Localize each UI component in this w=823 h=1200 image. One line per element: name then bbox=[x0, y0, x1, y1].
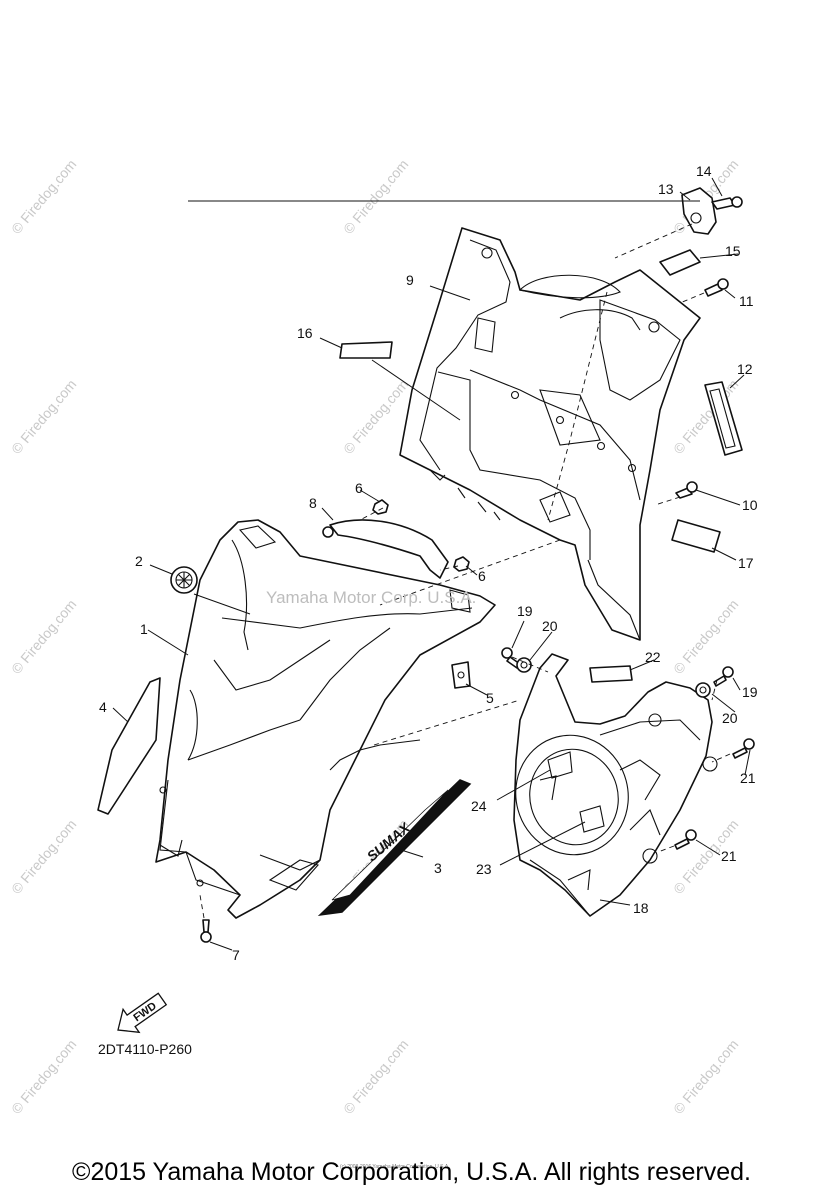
callout-4: 4 bbox=[99, 699, 107, 715]
ghost-watermark-text: Yamaha Motor Corp. U.S.A. bbox=[266, 588, 476, 607]
part-13-clip bbox=[681, 187, 717, 235]
callout-15: 15 bbox=[725, 243, 741, 259]
callout-19-left: 19 bbox=[517, 603, 533, 619]
callout-10: 10 bbox=[742, 497, 758, 513]
callout-3: 3 bbox=[434, 860, 442, 876]
part-14-bolt bbox=[711, 196, 743, 210]
callout-20-left: 20 bbox=[542, 618, 558, 634]
callout-8: 8 bbox=[309, 495, 317, 511]
callout-19-right: 19 bbox=[742, 684, 758, 700]
callout-17: 17 bbox=[738, 555, 754, 571]
watermark: © Firedog.com bbox=[340, 376, 411, 457]
watermark: © Firedog.com bbox=[670, 1036, 741, 1117]
fine-print: (c) 2008-2016 Yamaha Motor Corporation, … bbox=[340, 1164, 450, 1170]
callout-6-upper: 6 bbox=[355, 480, 363, 496]
part-6-nut-upper bbox=[372, 499, 389, 515]
callout-1: 1 bbox=[140, 621, 148, 637]
part-20-washer-left bbox=[516, 657, 532, 673]
callout-22: 22 bbox=[645, 649, 661, 665]
copyright-notice: ©2015 Yamaha Motor Corporation, U.S.A. A… bbox=[72, 1158, 751, 1186]
part-1-front-cover bbox=[155, 519, 496, 919]
part-2-emblem bbox=[170, 566, 198, 594]
part-5-clip bbox=[451, 661, 471, 689]
part-18-headlight-cover bbox=[513, 653, 718, 917]
callout-6-lower: 6 bbox=[478, 568, 486, 584]
watermark: © Firedog.com bbox=[340, 156, 411, 237]
part-19-screw-right bbox=[713, 666, 734, 687]
part-3-decal: SUMAX bbox=[317, 779, 472, 917]
callout-16: 16 bbox=[297, 325, 313, 341]
part-12-seal bbox=[704, 381, 743, 456]
watermark: © Firedog.com bbox=[8, 816, 79, 897]
part-20-washer-right bbox=[695, 682, 711, 698]
part-7-screw bbox=[200, 919, 212, 943]
watermark: © Firedog.com bbox=[8, 1036, 79, 1117]
callout-11: 11 bbox=[739, 293, 754, 309]
part-6-nut-lower bbox=[453, 556, 470, 572]
part-10-screw bbox=[675, 481, 698, 499]
watermark: © Firedog.com bbox=[340, 1036, 411, 1117]
diagram-code: 2DT4110-P260 bbox=[98, 1041, 192, 1057]
callout-13: 13 bbox=[658, 181, 674, 197]
watermark: © Firedog.com bbox=[8, 156, 79, 237]
part-11-bolt bbox=[704, 278, 729, 297]
part-22-pad bbox=[589, 665, 633, 683]
callouts: 13 14 15 9 11 16 12 6 8 10 17 2 6 19 1 2… bbox=[99, 163, 758, 963]
part-15-label bbox=[659, 249, 701, 276]
watermark: © Firedog.com bbox=[8, 596, 79, 677]
callout-21-lower: 21 bbox=[721, 848, 737, 864]
callout-18: 18 bbox=[633, 900, 649, 916]
callout-12: 12 bbox=[737, 361, 753, 377]
callout-9: 9 bbox=[406, 272, 414, 288]
part-21-screw-upper bbox=[732, 738, 755, 759]
callout-20-right: 20 bbox=[722, 710, 738, 726]
callout-24: 24 bbox=[471, 798, 487, 814]
callout-2: 2 bbox=[135, 553, 143, 569]
part-17-label bbox=[671, 519, 721, 553]
assembly-lines bbox=[199, 223, 731, 919]
callout-23: 23 bbox=[476, 861, 492, 877]
watermark: © Firedog.com bbox=[670, 596, 741, 677]
callout-21-upper: 21 bbox=[740, 770, 756, 786]
part-16-label bbox=[339, 341, 393, 359]
part-4-decal bbox=[97, 677, 161, 815]
part-9-inner-panel bbox=[399, 227, 701, 641]
part-8-bracket bbox=[322, 519, 449, 579]
callout-14: 14 bbox=[696, 163, 712, 179]
callout-7: 7 bbox=[232, 947, 240, 963]
part-21-screw-lower bbox=[674, 829, 697, 850]
callout-5: 5 bbox=[486, 690, 494, 706]
leader-lines bbox=[112, 177, 751, 951]
watermark: © Firedog.com bbox=[8, 376, 79, 457]
fwd-arrow-icon: FWD bbox=[117, 992, 168, 1034]
